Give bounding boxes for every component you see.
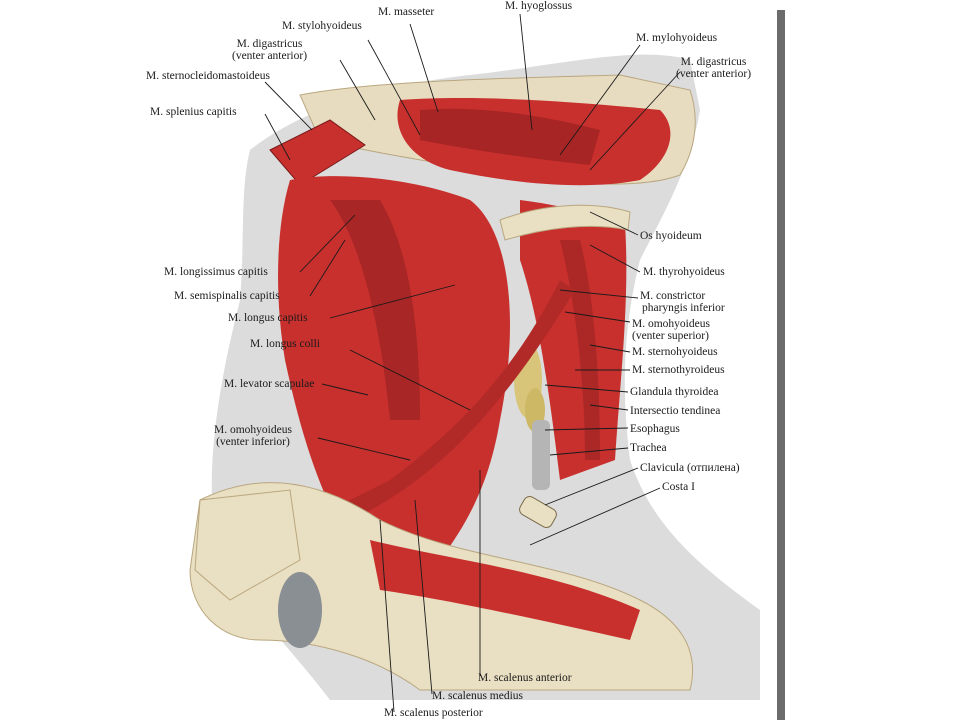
label-digastricus-left-title: M. digastricus [236,38,303,50]
leader-digastricus-right [589,71,681,171]
label-hyoglossus: M. hyoglossus [505,0,573,12]
shoulder-joint [278,572,322,648]
label-os-hyoideum: Os hyoideum [640,230,702,242]
label-thyrohyoideus: M. thyrohyoideus [643,266,725,278]
leader-masseter [409,23,439,113]
deep-neck-shading [330,200,420,420]
label-omohyoideus-inf-sub: (venter inferior) [216,436,290,448]
label-longus-capitis: M. longus capitis [228,312,308,324]
label-mylohyoideus: M. mylohyoideus [636,32,718,44]
label-omohyoideus-sup-title: M. omohyoideus [632,318,710,330]
label-semispinalis-capitis: M. semispinalis capitis [174,290,280,302]
label-scalenus-medius: M. scalenus medius [432,690,524,702]
label-costa: Costa I [662,481,695,493]
leader-mylohyoideus [559,44,641,156]
page-edge-bar [777,10,785,720]
label-constrictor-sub: pharyngis inferior [642,302,725,314]
leader-longus-capitis [329,284,456,319]
leader-longus-colli [349,349,471,411]
leader-omohyoideus-sup [564,311,631,323]
leader-os-hyoideum [589,211,639,236]
leader-scalenus-med [414,499,433,695]
label-sternothyroideus: M. sternothyroideus [632,364,725,376]
trachea-shape [532,420,550,490]
scapula-cut [194,489,301,601]
leader-scalenus-post [379,519,395,713]
label-scalenus-posterior: M. scalenus posterior [384,707,483,719]
leader-sternohyoideus [589,344,631,353]
label-stylohyoideus: M. stylohyoideus [282,20,362,32]
strap-muscles [520,200,627,480]
leader-omohyoideus-inf [317,437,411,461]
label-levator-scapulae: M. levator scapulae [224,378,315,390]
label-omohyoideus-inf: M. omohyoideus (venter inferior) [214,424,292,448]
label-sternocleidomastoideus: M. sternocleidomastoideus [146,70,270,82]
leader-semispinalis [309,239,346,297]
label-longissimus-capitis: M. longissimus capitis [164,266,268,278]
label-trachea: Trachea [630,442,667,454]
label-omohyoideus-sup-sub: (venter superior) [632,330,709,342]
label-digastricus-right-sub: (venter anterior) [676,68,752,80]
leader-stylohyoideus [367,39,421,136]
label-digastricus-right: M. digastricus (venter anterior) [676,56,751,80]
label-glandula-thyroidea: Glandula thyroidea [630,386,719,398]
leader-costa [529,487,661,546]
leader-scm [264,81,313,131]
scm-cut-end [269,119,366,186]
first-rib-muscles [370,540,640,640]
leader-lines [264,13,681,713]
label-scalenus-anterior: M. scalenus anterior [478,672,572,684]
leader-splenius [264,113,291,161]
leader-intersectio [589,404,629,411]
leader-longissimus [299,214,356,273]
leader-trachea [549,447,629,456]
label-constrictor-title: M. constrictor [640,290,706,302]
label-masseter: M. masseter [378,6,435,18]
leader-glandula [544,384,629,393]
omohyoid-muscle [330,280,575,525]
leader-clavicula [544,467,639,506]
leader-esophagus [544,427,629,431]
label-splenius-capitis: M. splenius capitis [150,106,237,118]
clavicle-stump [519,496,557,528]
leader-hyoglossus [519,13,533,131]
label-omohyoideus-inf-title: M. omohyoideus [214,424,292,436]
leader-thyrohyoideus [589,244,641,273]
label-digastricus-left-sub: (venter anterior) [232,50,308,62]
leader-levator [321,383,369,396]
label-longus-colli: M. longus colli [250,338,320,350]
label-sternohyoideus: M. sternohyoideus [632,346,718,358]
label-constrictor: M. constrictor pharyngis inferior [640,290,725,314]
leader-digastricus-left [339,59,376,121]
label-digastricus-right-title: M. digastricus [680,56,747,68]
label-digastricus-left: M. digastricus (venter anterior) [232,38,307,62]
label-clavicula: Clavicula (отпилена) [640,462,740,474]
leader-constrictor [559,289,639,299]
label-omohyoideus-sup: M. omohyoideus (venter superior) [632,318,710,342]
label-esophagus: Esophagus [630,423,680,435]
label-intersectio-tendinea: Intersectio tendinea [630,405,721,417]
hyoglossus-muscle [420,108,600,165]
